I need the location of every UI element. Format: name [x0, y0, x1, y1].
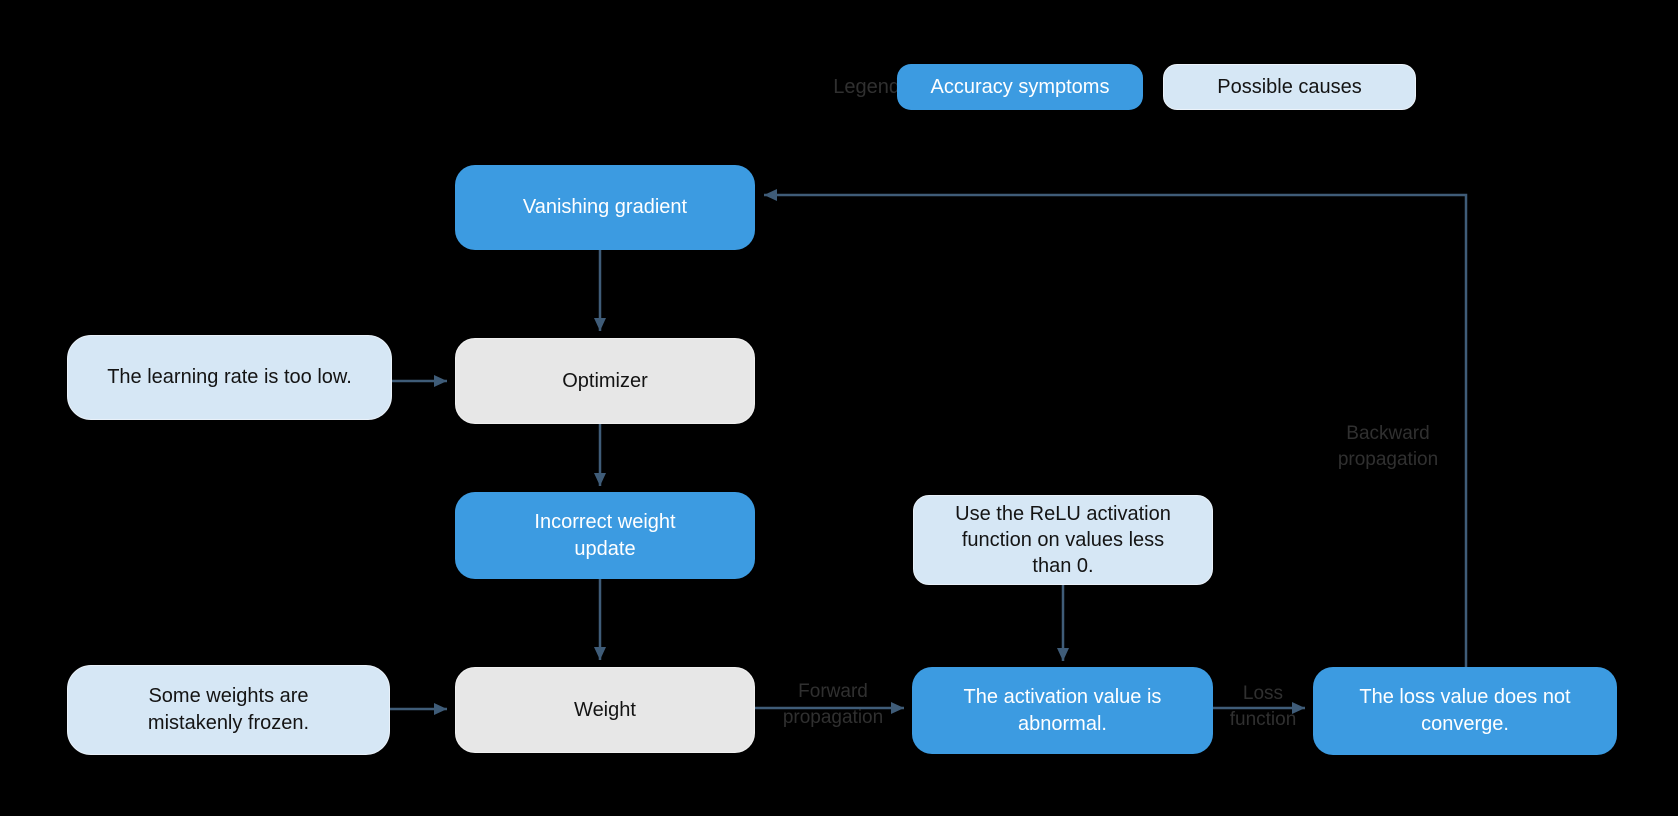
legend-title: Legends — [833, 76, 910, 98]
node-activation-value-abnormal: The activation value is abnormal. — [912, 667, 1213, 754]
node-weight: Weight — [455, 667, 755, 753]
node-vanishing-gradient: Vanishing gradient — [455, 165, 755, 250]
node-weights-mistakenly-frozen: Some weights are mistakenly frozen. — [67, 665, 390, 755]
edge-label-forward-propagation: Forward propagation — [782, 681, 884, 728]
arrow-backward-propagation-to-vanishing — [764, 189, 1468, 667]
node-loss-does-not-converge: The loss value does not converge. — [1313, 667, 1617, 755]
node-learning-rate-too-low: The learning rate is too low. — [67, 335, 392, 420]
legend-item-label: Possible causes — [1217, 75, 1362, 98]
edge-label-loss-function: Loss function — [1229, 683, 1297, 730]
legend-item-accuracy-symptoms: Accuracy symptoms — [897, 64, 1143, 110]
node-incorrect-weight-update: Incorrect weight update — [455, 492, 755, 579]
legend-item-possible-causes: Possible causes — [1163, 64, 1416, 110]
node-relu-activation-advice: Use the ReLU activation function on valu… — [913, 495, 1213, 585]
legend-item-label: Accuracy symptoms — [930, 75, 1110, 98]
edge-label-backward-propagation: Backward propagation — [1337, 423, 1439, 470]
node-optimizer: Optimizer — [455, 338, 755, 424]
